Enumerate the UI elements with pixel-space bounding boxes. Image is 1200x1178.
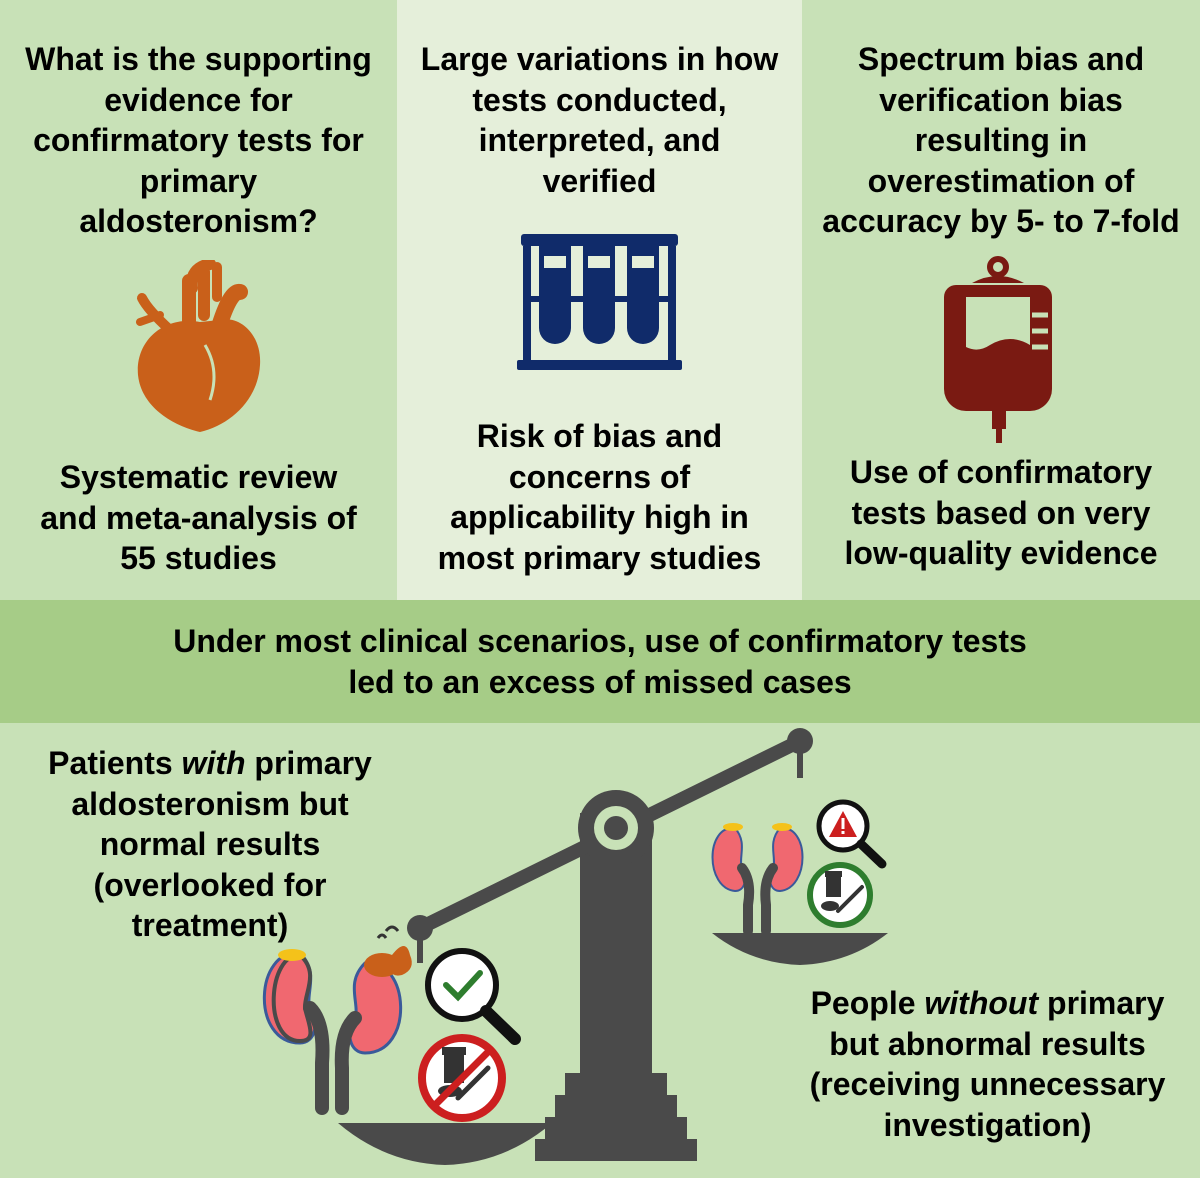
scale-base [535,813,697,1161]
panel-bias: Spectrum bias and verification bias resu… [802,0,1200,600]
kidneys-icon [262,925,412,1115]
panel-question: Large variations in how tests conducted,… [420,41,779,199]
missed-cases-label: Patients with primary aldosteronism but … [48,745,372,943]
false-positive-label: People without primary but abnormal resu… [809,985,1166,1143]
panel-supporting-evidence: What is the supporting evidence for conf… [0,0,397,600]
balance-section: Patients with primary aldosteronism but … [0,723,1200,1178]
magnifier-check-icon [425,948,521,1045]
balance-scale [262,728,888,1165]
left-pan [338,1123,552,1165]
conclusion-banner: Under most clinical scenarios, use of co… [0,600,1200,723]
magnifier-warning-icon [816,799,887,869]
treatment-icon [807,862,873,928]
heart-icon [136,260,261,432]
right-pan [712,933,888,965]
panel-finding: Use of confirmatory tests based on very … [844,454,1158,571]
panel-finding: Risk of bias and concerns of applicabili… [437,418,762,576]
panel-test-variation: Large variations in how tests conducted,… [397,0,802,600]
test-tubes-icon [517,234,682,370]
conclusion-text: Under most clinical scenarios, use of co… [173,622,1027,700]
panel-question: What is the supporting evidence for conf… [25,41,372,239]
no-treatment-icon [418,1034,506,1122]
blood-bag-icon [944,256,1052,443]
kidneys-icon [711,823,804,936]
panel-finding: Systematic review and meta-analysis of 5… [40,459,357,576]
panel-question: Spectrum bias and verification bias resu… [822,41,1180,239]
